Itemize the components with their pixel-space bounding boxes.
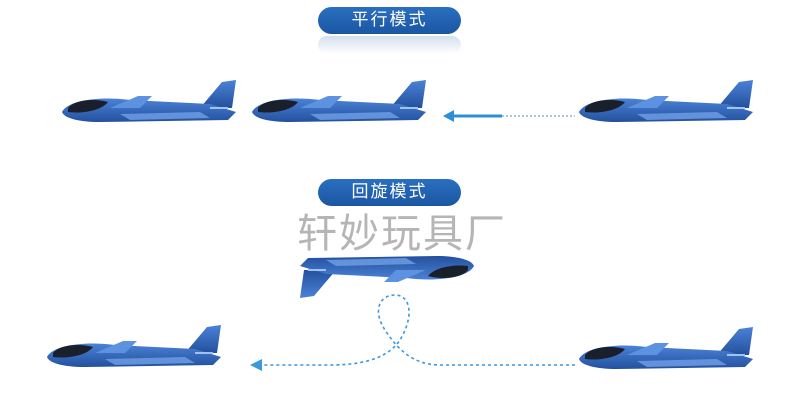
loop-mode-label: 回旋模式 — [318, 179, 461, 206]
plane-5 — [578, 326, 754, 370]
parallel-mode-label: 平行模式 — [318, 7, 461, 34]
label-reflection — [318, 36, 461, 54]
plane-1 — [61, 79, 237, 123]
watermark: 轩妙玩具厂 — [297, 211, 507, 257]
plane-3 — [578, 79, 754, 123]
loop-arrow-icon — [250, 294, 575, 371]
plane-2 — [251, 79, 427, 123]
plane-4 — [46, 324, 222, 368]
arrow-left-icon — [443, 110, 575, 122]
plane-inverted — [299, 255, 475, 299]
